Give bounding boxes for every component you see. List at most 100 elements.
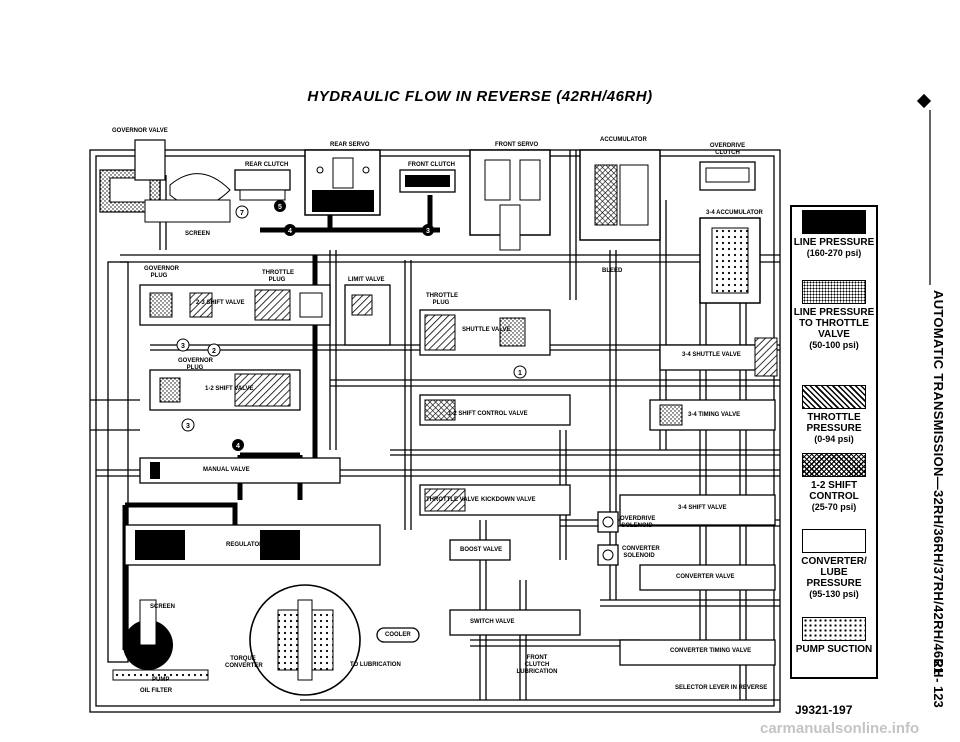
label-kickdown-valve: KICKDOWN VALVE	[481, 497, 536, 503]
legend-label: PUMP SUCTION	[795, 644, 873, 655]
watermark: carmanualsonline.info	[760, 720, 920, 737]
valve-3-4-shuttle	[659, 337, 778, 377]
label-torque-converter: TORQUE CONVERTER	[225, 656, 263, 669]
line-pressure-passages	[122, 195, 440, 650]
circle-numbers: 7 5 4 3 2 3 1 3 4	[176, 200, 527, 451]
circle-number: 4	[236, 443, 240, 450]
label-1-2-shift-valve: 1-2 SHIFT VALVE	[205, 386, 254, 392]
label-oil-filter: OIL FILTER	[140, 688, 173, 694]
converter-solenoid	[597, 544, 619, 566]
label-shuttle-valve: SHUTTLE VALVE	[462, 327, 511, 333]
manual-valve	[139, 457, 341, 484]
legend-range: (160-270 psi)	[806, 248, 862, 258]
rear-servo	[304, 149, 381, 216]
label-screen-bottom: SCREEN	[150, 604, 176, 610]
label-overdrive-clutch: OVERDRIVE CLUTCH	[709, 143, 746, 156]
converter-timing-valve	[619, 639, 776, 666]
label-throttle-valve: THROTTLE VALVE	[426, 497, 479, 503]
valve-1-2-shift-control	[419, 394, 571, 426]
label-overdrive-solenoid: OVERDRIVE SOLENOID	[620, 516, 656, 529]
label-3-4-timing-valve: 3-4 TIMING VALVE	[688, 412, 741, 418]
circle-number: 1	[518, 370, 522, 377]
governor-valve	[99, 139, 231, 223]
legend-converter-lube: CONVERTER/ LUBE PRESSURE (95-130 psi)	[792, 529, 876, 600]
figure-code: J9321-197	[795, 703, 853, 717]
legend-label: LINE PRESSURE	[793, 237, 875, 248]
legend-throttle-pressure: THROTTLE PRESSURE (0-94 psi)	[792, 385, 876, 445]
legend-swatch-solid	[802, 210, 866, 234]
legend-range: (0-94 psi)	[814, 434, 854, 444]
label-governor-plug: GOVERNOR PLUG	[144, 266, 180, 279]
label-converter-timing-valve: CONVERTER TIMING VALVE	[670, 648, 752, 654]
legend-label: LINE PRESSURE TO THROTTLE VALVE	[793, 307, 875, 340]
valve-2-3-shift	[139, 284, 331, 326]
label-cooler: COOLER	[385, 632, 411, 638]
label-pump: PUMP	[152, 677, 170, 683]
legend-pump-suction: PUMP SUCTION	[792, 617, 876, 655]
label-throttle-plug: THROTTLE PLUG	[262, 270, 294, 283]
label-governor-valve: GOVERNOR VALVE	[112, 128, 168, 134]
label-2-3-shift-valve: 2-3 SHIFT VALVE	[196, 300, 245, 306]
legend-swatch-crosshatch	[802, 453, 866, 477]
label-bleed: BLEED	[602, 268, 623, 274]
legend-swatch-hatch	[802, 385, 866, 409]
legend-line-pressure: LINE PRESSURE (160-270 psi)	[792, 210, 876, 259]
legend-swatch-stipple	[802, 280, 866, 304]
circle-number: 2	[212, 348, 216, 355]
label-converter-valve: CONVERTER VALVE	[676, 574, 735, 580]
label-3-4-shuttle-valve: 3-4 SHUTTLE VALVE	[682, 352, 741, 358]
label-screen-top: SCREEN	[185, 231, 211, 237]
circle-number: 5	[278, 204, 282, 211]
legend-shift-control: 1-2 SHIFT CONTROL (25-70 psi)	[792, 453, 876, 513]
label-front-servo: FRONT SERVO	[495, 142, 539, 148]
label-accumulator-3-4: 3-4 ACCUMULATOR	[706, 210, 763, 216]
overdrive-solenoid	[597, 511, 619, 533]
legend-label: THROTTLE PRESSURE	[806, 412, 862, 434]
converter-valve	[639, 564, 776, 591]
legend-label: CONVERTER/ LUBE PRESSURE	[801, 556, 867, 589]
label-1-2-shift-control-valve: 1-2 SHIFT CONTROL VALVE	[448, 411, 528, 417]
regulator-valve	[124, 524, 381, 566]
label-rear-clutch: REAR CLUTCH	[245, 162, 289, 168]
accumulator	[579, 149, 661, 241]
label-throttle-plug-2: THROTTLE PLUG	[426, 293, 458, 306]
legend-label: 1-2 SHIFT CONTROL	[809, 480, 859, 502]
label-rear-servo: REAR SERVO	[330, 142, 370, 148]
label-governor-plug-2: GOVERNOR PLUG	[178, 358, 214, 371]
legend-line-pressure-throttle: LINE PRESSURE TO THROTTLE VALVE (50-100 …	[792, 280, 876, 351]
pump	[112, 599, 209, 681]
switch-valve	[449, 609, 581, 636]
overdrive-clutch	[699, 161, 756, 191]
circle-number: 3	[426, 228, 430, 235]
label-switch-valve: SWITCH VALVE	[470, 619, 515, 625]
accumulator-3-4	[699, 217, 761, 304]
legend-range: (95-130 psi)	[809, 589, 859, 599]
boost-valve	[449, 539, 511, 561]
valve-1-2-shift	[149, 369, 301, 411]
legend-swatch-dots	[802, 617, 866, 641]
pressure-legend: LINE PRESSURE (160-270 psi) LINE PRESSUR…	[790, 205, 878, 679]
page-number: 21 - 123	[931, 660, 946, 708]
valve-3-4-timing	[649, 399, 776, 431]
rear-clutch	[234, 169, 291, 201]
legend-range: (50-100 psi)	[809, 340, 859, 350]
label-regulator-valve: REGULATOR VALVE	[226, 542, 285, 548]
legend-range: (25-70 psi)	[811, 502, 857, 512]
front-clutch	[399, 169, 456, 193]
label-limit-valve: LIMIT VALVE	[348, 277, 385, 283]
label-3-4-shift-valve: 3-4 SHIFT VALVE	[678, 505, 727, 511]
torque-converter	[249, 584, 361, 696]
label-front-clutch: FRONT CLUTCH	[408, 162, 455, 168]
label-converter-solenoid: CONVERTER SOLENOID	[622, 546, 660, 559]
side-title: AUTOMATIC TRANSMISSION—32RH/36RH/37RH/42…	[931, 290, 946, 678]
label-front-clutch-lubrication: FRONT CLUTCH LUBRICATION	[516, 655, 558, 675]
legend-swatch-white	[802, 529, 866, 553]
circle-number: 3	[181, 343, 185, 350]
label-to-lubrication: TO LUBRICATION	[350, 662, 401, 668]
limit-valve	[344, 284, 391, 346]
label-manual-valve: MANUAL VALVE	[203, 467, 250, 473]
label-boost-valve: BOOST VALVE	[460, 547, 503, 553]
throttle-kickdown-valve	[419, 484, 571, 516]
front-servo	[469, 149, 551, 251]
